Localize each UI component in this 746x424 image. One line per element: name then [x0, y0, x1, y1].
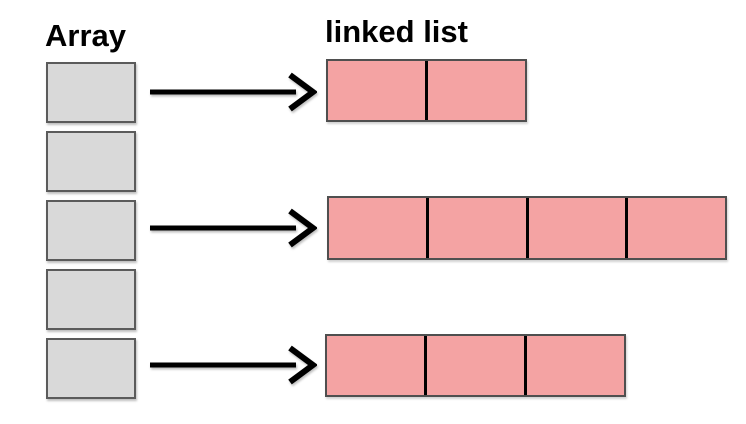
array-title: Array [45, 18, 126, 53]
linked-list-cell [525, 198, 626, 258]
arrow-right-icon [150, 72, 317, 112]
array-column [46, 62, 136, 399]
linked-list-row-1 [326, 59, 527, 122]
linked-list-cell [425, 198, 526, 258]
linked-list-cell [625, 198, 725, 258]
linked-list-cell [329, 198, 426, 258]
linked-list-cell [524, 336, 624, 395]
array-cell [46, 200, 136, 261]
array-cell [46, 62, 136, 123]
linked-list-title: linked list [325, 14, 468, 49]
arrow-right-icon [150, 345, 317, 385]
arrow-right-icon [150, 208, 317, 248]
linked-list-row-2 [327, 196, 727, 260]
linked-list-cell [327, 336, 424, 395]
linked-list-row-3 [325, 334, 626, 397]
array-cell [46, 269, 136, 330]
linked-list-cell [328, 61, 425, 120]
array-cell [46, 338, 136, 399]
array-cell [46, 131, 136, 192]
linked-list-cell [425, 61, 525, 120]
linked-list-cell [424, 336, 524, 395]
